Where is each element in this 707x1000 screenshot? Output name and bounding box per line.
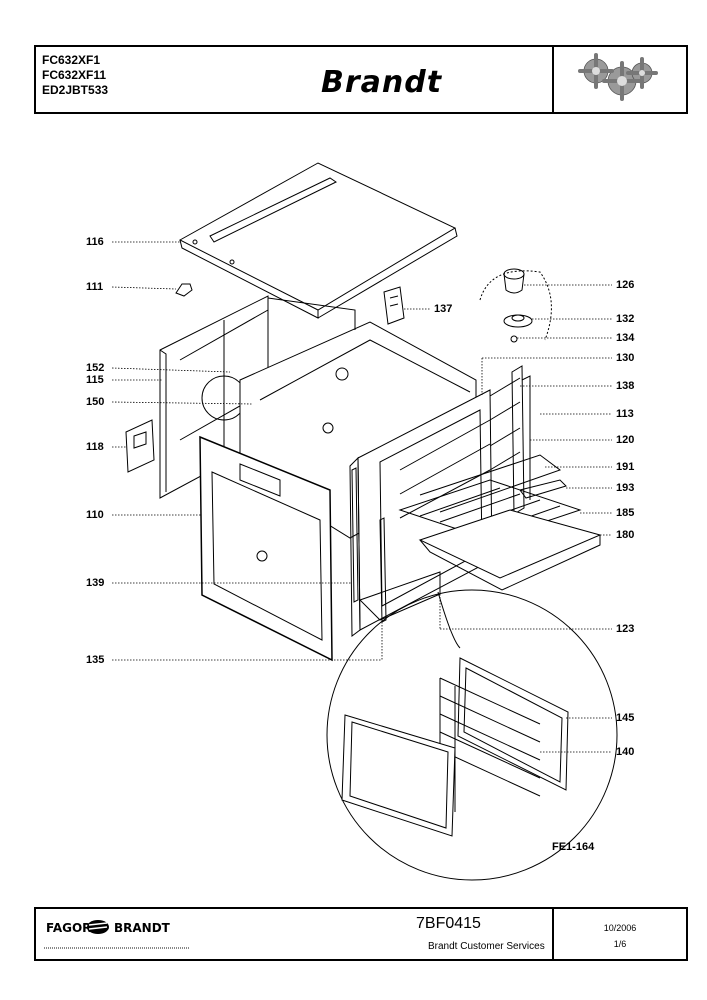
clip-111 [175,283,193,297]
part-label-193: 193 [616,482,635,494]
model-1: FC632XF1 [42,53,101,67]
part-label-113: 113 [616,408,634,420]
rail-138 [511,365,525,515]
part-label-126: 126 [616,279,635,291]
gears-icon [578,53,658,101]
top-cover-116 [178,162,458,319]
part-label-118: 118 [86,441,104,453]
model-3: ED2JBT533 [42,83,109,97]
fagor-brandt-emblem-icon [87,920,109,934]
grill-element-191 [419,454,562,513]
diagram-reference: FE1-164 [552,841,595,853]
brandt-logo-text: BRANDT [114,921,170,935]
part-label-116: 116 [86,236,104,248]
part-label-150: 150 [86,396,105,408]
date-page-box: 10/2006 1/6 [552,909,686,959]
model-2: FC632XF11 [42,68,107,82]
detail-circle [326,589,618,881]
door-glass-145 [457,657,569,791]
part-label-137: 137 [434,303,453,315]
detail-pointer [437,591,461,649]
gears-logo [552,47,686,112]
part-label-138: 138 [616,380,635,392]
page-number: 1/6 [613,939,627,949]
side-racks [399,377,521,519]
part-label-180: 180 [616,529,635,541]
probe-193 [519,479,567,499]
part-label-132: 132 [616,313,635,325]
part-label-110: 110 [86,509,104,521]
knob-base-132 [503,314,533,328]
hinge-135 [379,517,387,623]
part-label-185: 185 [616,507,635,519]
hinge-139 [351,467,359,603]
screw-134 [510,335,518,343]
part-label-140: 140 [616,746,635,758]
part-label-191: 191 [616,461,635,473]
hinge-plate-118 [125,419,155,473]
logo-tagline-graphic [44,947,189,949]
model-list: FC632XF1 FC632XF11 ED2JBT533 [42,53,108,98]
footer-box: FAGOR BRANDT 7BF0415 Brandt Customer Ser… [34,907,688,961]
inner-glass [341,714,456,837]
part-label-123: 123 [616,623,635,635]
part-label-120: 120 [616,434,635,446]
fagor-logo-text: FAGOR [46,921,92,935]
brand-logo-text: Brandt [321,65,443,100]
part-label-115: 115 [86,374,104,386]
part-label-152: 152 [86,362,105,374]
header-box: FC632XF1 FC632XF11 ED2JBT533 Brandt [34,45,688,114]
part-label-134: 134 [616,332,635,344]
service-text: Brandt Customer Services [428,941,545,952]
document-code: 7BF0415 [416,915,481,932]
part-label-135: 135 [86,654,105,666]
part-label-145: 145 [616,712,635,724]
part-label-111: 111 [86,281,104,293]
document-date: 10/2006 [603,923,637,933]
part-label-139: 139 [86,577,105,589]
part-label-130: 130 [616,352,635,364]
bracket-137 [383,286,405,325]
